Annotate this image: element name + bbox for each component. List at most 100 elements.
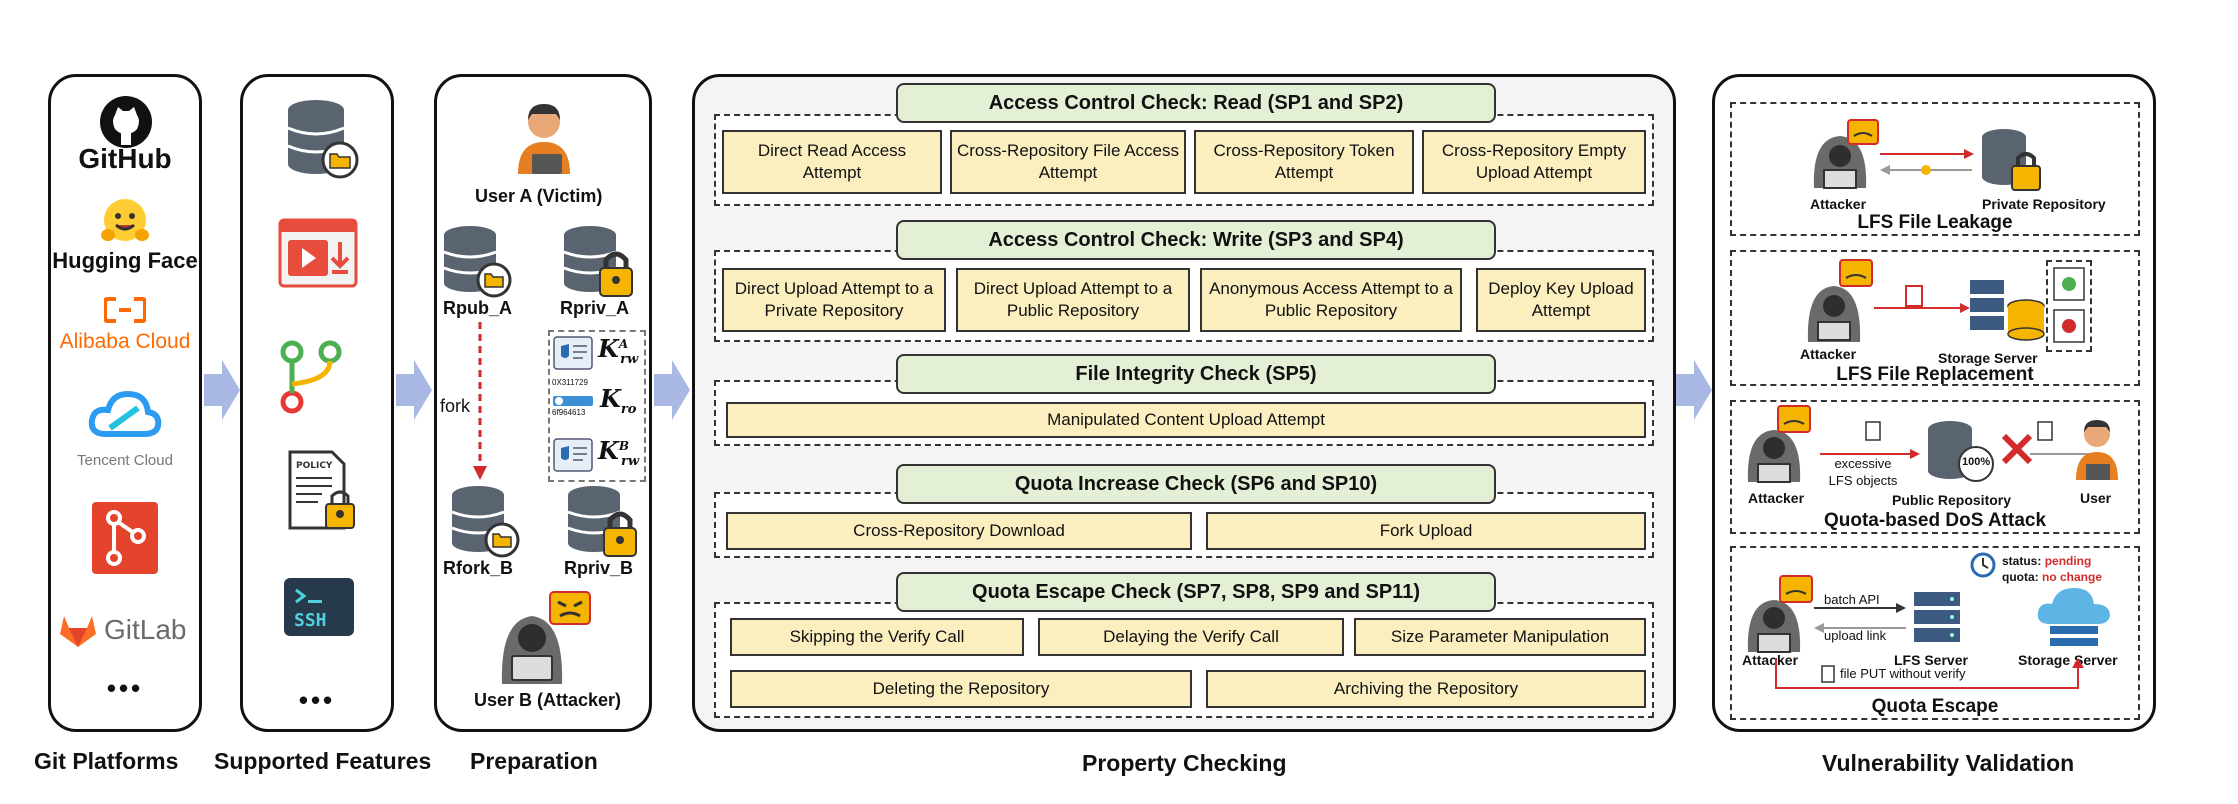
leak-attacker-label: Attacker [1810, 196, 1867, 212]
leak-title: LFS File Leakage [1857, 212, 2013, 233]
escape-put-label: file PUT without verify [1840, 666, 1966, 681]
platform-hugging-face: Hugging Face [52, 248, 198, 273]
escape-storage-label: Storage Server [2018, 652, 2118, 668]
features-more: ••• [298, 685, 336, 715]
check-quota-escape-item: Deleting the Repository [730, 670, 1192, 708]
dos-title: Quota-based DoS Attack [1823, 510, 2047, 531]
clock-icon [1970, 552, 1996, 578]
user-a-label: User A (Victim) [475, 186, 603, 206]
check-read-item: Direct Read Access Attempt [722, 130, 942, 194]
rpriv-a-label: Rpriv_A [560, 298, 630, 318]
flow-arrow [654, 360, 690, 420]
rpub-a-label: Rpub_A [443, 298, 512, 318]
key-ro-card-text-1: 0X311729 [552, 378, 588, 387]
attacker-icon [1810, 118, 1880, 190]
database-folder-icon [284, 98, 360, 184]
rfork-b-label: Rfork_B [443, 558, 514, 578]
user-b-label: User B (Attacker) [474, 690, 622, 710]
key-cards-group [548, 330, 646, 482]
policy-document-icon: POLICY [288, 450, 358, 532]
check-quota-escape-title: Quota Escape Check (SP7, SP8, SP9 and SP… [896, 572, 1496, 612]
escape-lfs-label: LFS Server [1894, 652, 1968, 668]
flow-arrow [1676, 360, 1712, 420]
escape-quota: quota: no change [2002, 570, 2103, 584]
check-read-item: Cross-Repository File Access Attempt [950, 130, 1186, 194]
key-rw-a-card [553, 336, 593, 370]
replace-arrow [1874, 285, 1970, 313]
github-icon [99, 95, 153, 149]
rpriv-a-database-icon [560, 224, 636, 300]
key-ro-card [551, 380, 595, 418]
git-repo-icon [90, 500, 160, 576]
dos-repo-label: Public Repository [1892, 492, 2012, 508]
escape-title: Quota Escape [1871, 696, 1999, 717]
attacker-icon [1804, 258, 1874, 344]
check-quota-escape-item: Size Parameter Manipulation [1354, 618, 1646, 656]
private-repo-icon [1978, 128, 2044, 192]
replace-files-stack [2046, 260, 2092, 352]
flow-arrow [204, 360, 240, 420]
check-read-item: Cross-Repository Token Attempt [1194, 130, 1414, 194]
check-quota-escape-item: Archiving the Repository [1206, 670, 1646, 708]
escape-api-arrows [1814, 603, 1906, 633]
user-b-attacker-avatar [496, 590, 594, 686]
rpub-a-database-icon [440, 224, 514, 300]
dos-block-cross-icon [2000, 432, 2034, 466]
label-property-checking: Property Checking [1082, 750, 1287, 776]
fork-label: fork [440, 396, 471, 416]
key-rw-b-label: KBrw [598, 436, 640, 469]
escape-attacker-label: Attacker [1742, 652, 1799, 668]
replace-title: LFS File Replacement [1836, 364, 2034, 385]
label-supported-features: Supported Features [214, 748, 432, 774]
attacker-icon [1744, 574, 1814, 654]
hugging-face-icon [100, 197, 150, 245]
check-write-title: Access Control Check: Write (SP3 and SP4… [896, 220, 1496, 260]
check-read-title: Access Control Check: Read (SP1 and SP2) [896, 83, 1496, 123]
label-git-platforms: Git Platforms [34, 748, 179, 774]
fork-arrow [473, 322, 487, 480]
platforms-panel [48, 74, 202, 732]
dos-arrow [1820, 421, 1920, 459]
escape-put-arrow [1775, 658, 2084, 689]
user-a-avatar [512, 102, 576, 182]
check-write-item: Direct Upload Attempt to a Private Repos… [722, 268, 946, 332]
check-read-item: Cross-Repository Empty Upload Attempt [1422, 130, 1646, 194]
leak-arrows [1880, 149, 1974, 175]
rpriv-b-database-icon [564, 484, 640, 560]
user-icon [2072, 418, 2122, 484]
check-write-item: Direct Upload Attempt to a Public Reposi… [956, 268, 1190, 332]
lfs-server-icon [1910, 588, 1964, 648]
alibaba-cloud-icon [103, 297, 147, 323]
label-vulnerability-validation: Vulnerability Validation [1822, 750, 2075, 776]
check-quota-increase-item: Cross-Repository Download [726, 512, 1192, 550]
escape-status: status: pending [2002, 554, 2092, 568]
escape-upload-label: upload link [1824, 628, 1887, 643]
replace-attacker-label: Attacker [1800, 346, 1857, 362]
check-write-item: Anonymous Access Attempt to a Public Rep… [1200, 268, 1462, 332]
video-download-icon [278, 218, 358, 288]
platforms-more: ••• [106, 673, 144, 703]
attacker-icon [1744, 404, 1812, 484]
public-repo-icon [1924, 420, 1996, 484]
flow-arrow [396, 360, 432, 420]
tencent-cloud-icon [88, 388, 162, 442]
dos-percent-label: 100% [1962, 456, 1991, 468]
branch-icon [278, 340, 344, 414]
key-ro-card-text-2: 6f964613 [552, 408, 586, 417]
replace-server-label: Storage Server [1938, 350, 2038, 366]
ssh-terminal-icon: SSH [282, 576, 356, 638]
storage-server-icon [1968, 276, 2048, 346]
svg-text:POLICY: POLICY [296, 461, 333, 471]
check-quota-increase-item: Fork Upload [1206, 512, 1646, 550]
platform-tencent-cloud: Tencent Cloud [77, 452, 173, 469]
storage-cloud-icon [2034, 584, 2114, 650]
rfork-b-database-icon [448, 484, 522, 560]
svg-text:SSH: SSH [294, 610, 327, 631]
rpriv-b-label: Rpriv_B [564, 558, 634, 578]
label-preparation: Preparation [470, 748, 598, 774]
check-quota-escape-item: Delaying the Verify Call [1038, 618, 1344, 656]
key-rw-b-card [553, 438, 593, 472]
platform-alibaba-cloud: Alibaba Cloud [59, 330, 191, 353]
check-integrity-title: File Integrity Check (SP5) [896, 354, 1496, 394]
platform-gitlab: GitLab [104, 614, 187, 645]
